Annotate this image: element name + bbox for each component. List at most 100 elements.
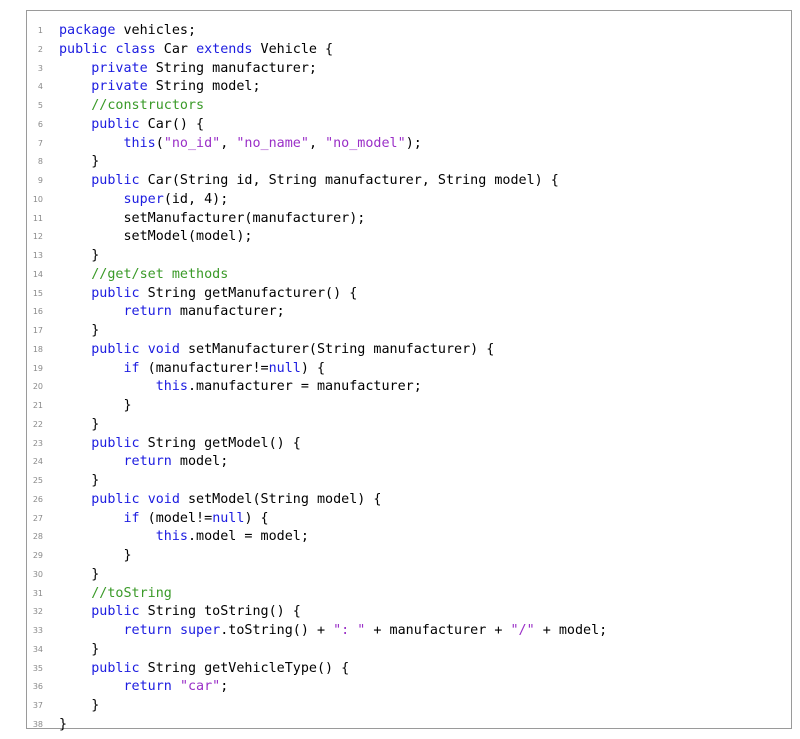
code-token <box>59 529 156 544</box>
code-token <box>140 342 148 357</box>
keyword-token: public <box>91 435 140 451</box>
code-token: String toString() { <box>139 604 301 620</box>
code-line: return "car"; <box>59 678 791 697</box>
keyword-token: public <box>91 285 140 301</box>
code-line: private String model; <box>59 78 791 97</box>
code-line: this("no_id", "no_name", "no_model"); <box>59 135 791 154</box>
keyword-token: return <box>123 304 172 320</box>
code-line: } <box>59 472 791 491</box>
code-token <box>172 623 180 638</box>
code-token: .toString() + <box>220 623 334 638</box>
code-line: public void setModel(String model) { <box>59 491 791 510</box>
line-number: 8 <box>37 157 43 167</box>
line-number: 23 <box>32 438 43 448</box>
code-token: ); <box>405 135 422 151</box>
code-token <box>59 267 91 282</box>
line-number: 3 <box>37 63 43 73</box>
code-line: public class Car extends Vehicle { <box>59 41 791 60</box>
keyword-token: this <box>155 529 188 545</box>
code-line: public Car(String id, String manufacture… <box>59 172 791 191</box>
line-number: 6 <box>37 119 43 129</box>
code-token: model; <box>171 454 229 470</box>
line-number: 33 <box>32 626 43 635</box>
code-token: + model; <box>534 623 608 638</box>
code-line: } <box>59 416 791 435</box>
line-number: 14 <box>32 269 43 279</box>
line-number: 32 <box>32 607 43 617</box>
code-token: Car() { <box>139 116 205 132</box>
code-token: } <box>59 641 100 657</box>
code-token <box>59 286 91 301</box>
line-number: 1 <box>37 26 43 35</box>
code-line: } <box>59 153 791 172</box>
string-token: "no_model" <box>325 135 406 151</box>
code-token: setModel(String model) { <box>179 491 382 507</box>
code-token <box>59 454 124 469</box>
line-number: 12 <box>32 232 43 242</box>
code-line: } <box>59 641 791 660</box>
code-token: setManufacturer(String manufacturer) { <box>179 341 495 357</box>
keyword-token: if <box>123 360 140 376</box>
code-token <box>172 679 180 694</box>
line-number: 27 <box>32 513 43 523</box>
line-number: 30 <box>32 569 43 579</box>
code-token <box>59 342 91 357</box>
keyword-token: public <box>59 41 108 57</box>
code-line: return model; <box>59 453 791 472</box>
code-line: if (model!=null) { <box>59 510 791 529</box>
string-token: "no_name" <box>236 135 309 151</box>
code-token: .model = model; <box>188 529 309 545</box>
code-token: + manufacturer + <box>365 623 511 638</box>
code-token: Car <box>155 41 197 57</box>
code-token <box>59 436 91 451</box>
code-token: } <box>59 398 132 413</box>
keyword-token: if <box>123 510 140 526</box>
code-token: , <box>308 135 326 151</box>
code-token: } <box>59 248 100 263</box>
line-number: 37 <box>32 701 43 710</box>
code-line: public String getModel() { <box>59 435 791 454</box>
code-line: public String getVehicleType() { <box>59 660 791 679</box>
code-token: } <box>59 698 100 713</box>
keyword-token: super <box>123 191 164 207</box>
keyword-token: this <box>123 135 156 151</box>
code-token: } <box>59 548 132 563</box>
keyword-token: return <box>123 623 172 638</box>
keyword-token: class <box>115 41 156 57</box>
code-line: //get/set methods <box>59 266 791 285</box>
code-token: (manufacturer!= <box>139 360 269 376</box>
keyword-token: null <box>212 510 245 526</box>
line-number: 24 <box>32 457 43 467</box>
code-line: } <box>59 716 791 735</box>
code-token <box>59 98 91 113</box>
code-token: vehicles; <box>115 23 197 38</box>
keyword-token: extends <box>196 41 253 57</box>
code-token: } <box>59 716 68 732</box>
code-token <box>59 117 91 132</box>
line-number: 25 <box>32 476 43 485</box>
code-token <box>59 192 124 207</box>
code-line: this.model = model; <box>59 528 791 547</box>
code-token <box>59 661 91 676</box>
code-line: setManufacturer(manufacturer); <box>59 210 791 229</box>
code-token <box>59 173 91 188</box>
code-line: } <box>59 547 791 566</box>
code-line: public String toString() { <box>59 603 791 622</box>
line-number: 15 <box>32 288 43 298</box>
keyword-token: public <box>91 341 140 357</box>
code-token: String getVehicleType() { <box>139 660 350 676</box>
code-line: package vehicles; <box>59 22 791 41</box>
code-line: } <box>59 322 791 341</box>
line-number: 2 <box>37 44 43 54</box>
line-number: 11 <box>32 213 43 223</box>
comment-token: //get/set methods <box>91 266 229 282</box>
code-token: } <box>59 566 100 582</box>
line-number: 26 <box>32 494 43 504</box>
code-token: } <box>59 154 100 170</box>
line-number: 17 <box>32 326 43 335</box>
code-line: super(id, 4); <box>59 191 791 210</box>
line-number: 22 <box>32 419 43 429</box>
code-token <box>59 604 91 619</box>
code-token: ; <box>220 679 229 695</box>
